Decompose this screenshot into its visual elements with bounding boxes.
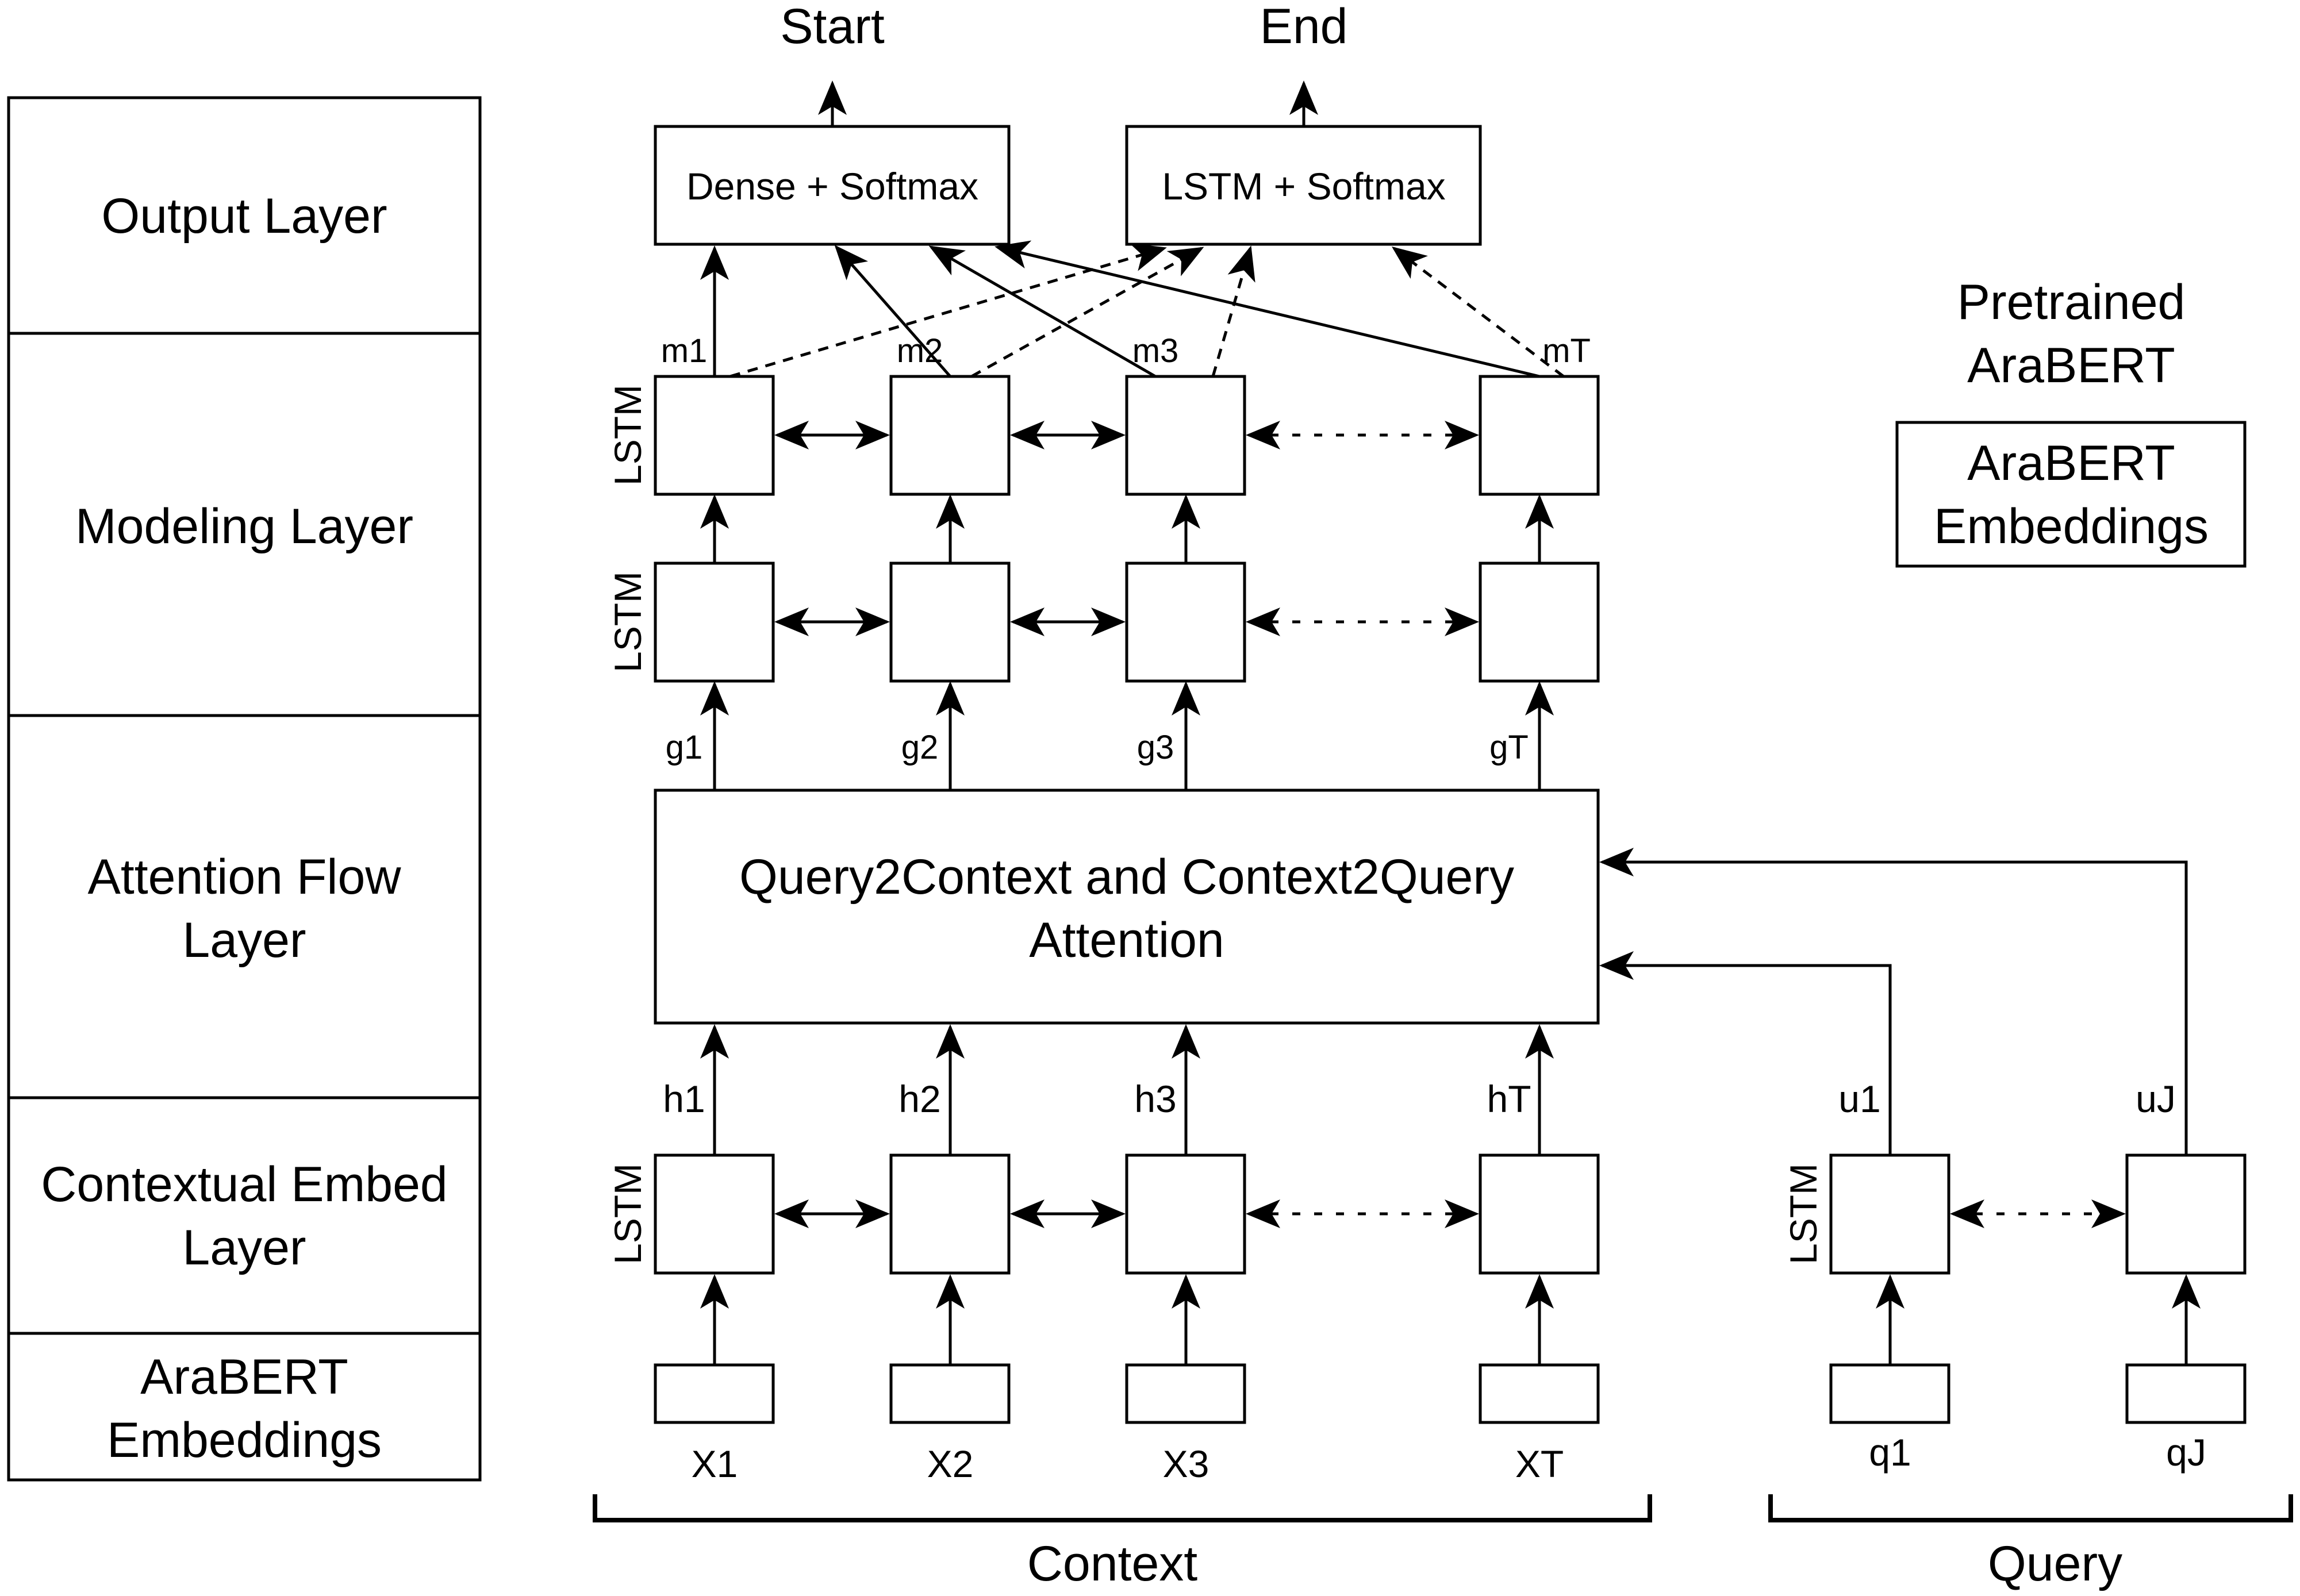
u1-to-attention [1599, 951, 1892, 1155]
query-brace [1768, 1494, 2293, 1522]
contextual-layer-box [7, 1096, 482, 1335]
lstm-label-modeling-bottom: LSTM [606, 571, 649, 672]
uJ-to-attention [1599, 848, 2188, 1155]
context-hidden-label: h1 [663, 1078, 705, 1120]
embedding-layer-box [7, 1332, 482, 1482]
modeling-output-label: mT [1542, 332, 1591, 370]
attention-output-label: g2 [901, 729, 939, 766]
contextual-layer-label-line2: Layer [182, 1220, 306, 1275]
legend-title-line1: Pretrained [1957, 275, 2186, 330]
context-brace [593, 1494, 1652, 1522]
context-input-label: X2 [927, 1443, 974, 1485]
context-embedding-box [1479, 1363, 1600, 1424]
m2-to-dense [834, 245, 951, 378]
lstm-cell [654, 1153, 775, 1275]
context-lstm-row [654, 1153, 1600, 1275]
context-input-label: XT [1515, 1443, 1564, 1485]
lstm-cell [654, 375, 775, 496]
context-hidden-label: h2 [899, 1078, 940, 1120]
attention-output-label: g3 [1137, 729, 1174, 766]
context-brace-label: Context [1027, 1536, 1197, 1591]
dense-softmax-label: Dense + Softmax [686, 165, 978, 207]
context-hidden-label: hT [1487, 1078, 1531, 1120]
attention-layer-label-line2: Layer [182, 913, 306, 968]
attention-box-label-line1: Query2Context and Context2Query [739, 849, 1514, 905]
lstm-cell [1125, 1153, 1246, 1275]
lstm-cell [889, 375, 1011, 496]
lstm-cell [889, 562, 1011, 683]
end-label: End [1260, 0, 1347, 54]
attention-box-label-line2: Attention [1029, 913, 1224, 968]
lstm-cell [654, 562, 775, 683]
lstm-cell [889, 1153, 1011, 1275]
embedding-layer-label-line1: AraBERT [140, 1349, 348, 1405]
lstm-cell [1479, 1153, 1600, 1275]
context-embedding-box [1125, 1363, 1246, 1424]
lstm-label-modeling-top: LSTM [606, 384, 649, 486]
layer-panel [7, 96, 482, 1482]
query-embedding-box [2125, 1363, 2247, 1424]
attention-output-label: gT [1489, 729, 1529, 766]
context-embedding-box [889, 1363, 1011, 1424]
legend-title-line2: AraBERT [1967, 338, 2175, 393]
attention-layer-label-line1: Attention Flow [88, 849, 402, 905]
context-input-label: X3 [1163, 1443, 1209, 1485]
attention-output-label: g1 [666, 729, 703, 766]
lstm-softmax-label: LSTM + Softmax [1162, 165, 1445, 207]
lstm-label-query: LSTM [1782, 1163, 1825, 1264]
query-input-label: q1 [1869, 1431, 1911, 1474]
query-lstm-row [1829, 1153, 2247, 1275]
attention-layer-box [7, 714, 482, 1099]
context-input-label: X1 [692, 1443, 738, 1485]
lstm-cell [1479, 375, 1600, 496]
modeling-layer-label: Modeling Layer [75, 499, 413, 554]
lstm-label-context: LSTM [606, 1163, 649, 1264]
lstm-cell [1125, 562, 1246, 683]
mT-to-dense [995, 240, 1540, 378]
lstm-cell [2125, 1153, 2247, 1275]
legend-box-line1: AraBERT [1967, 436, 2175, 491]
query-embedding-box [1829, 1363, 1950, 1424]
modeling-output-label: m1 [661, 332, 708, 370]
mT-to-lstm-softmax [1392, 246, 1565, 378]
contextual-layer-label-line1: Contextual Embed [41, 1157, 448, 1212]
query-brace-label: Query [1988, 1536, 2122, 1591]
query-hidden-label: u1 [1838, 1078, 1880, 1120]
legend-box-line2: Embeddings [1934, 499, 2209, 554]
context-embedding-box [654, 1363, 775, 1424]
query-input-label: qJ [2166, 1431, 2206, 1474]
m2-to-lstm-softmax [970, 247, 1204, 378]
lstm-cell [1829, 1153, 1950, 1275]
modeling-output-label: m2 [897, 332, 943, 370]
modeling-lstm-row-1 [654, 562, 1600, 683]
modeling-lstm-row-2 [654, 375, 1600, 496]
lstm-cell [1125, 375, 1246, 496]
lstm-cell [1479, 562, 1600, 683]
start-label: Start [780, 0, 885, 54]
legend-embedding-box [1895, 421, 2247, 568]
modeling-output-label: m3 [1132, 332, 1179, 370]
m3-to-dense [928, 245, 1157, 378]
output-layer-label: Output Layer [101, 189, 387, 244]
embedding-layer-label-line2: Embeddings [107, 1413, 382, 1468]
context-hidden-label: h3 [1134, 1078, 1176, 1120]
m1-to-lstm-softmax [729, 243, 1167, 378]
attention-box [654, 789, 1600, 1025]
m3-to-lstm-softmax [1211, 245, 1255, 377]
query-hidden-label: uJ [2136, 1078, 2176, 1120]
